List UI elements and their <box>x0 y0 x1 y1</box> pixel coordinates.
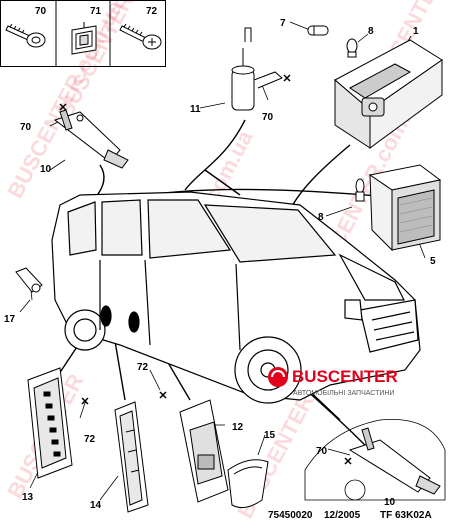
footer-date: 12/2005 <box>324 510 361 521</box>
callout-10-lower: 10 <box>384 497 396 508</box>
callout-70-middle: 70 <box>262 112 274 123</box>
callout-70-upper: 70 <box>20 122 32 133</box>
fastener-legend: 70 71 72 <box>0 0 166 67</box>
footer-reference: 75450020 12/2005 TF 63K02A <box>268 510 432 521</box>
callout-72-middle: 72 <box>137 362 149 373</box>
lamp-holder-upper <box>53 109 129 169</box>
headlamp-inset <box>304 419 446 501</box>
callout-14: 14 <box>90 500 102 511</box>
side-lamp-13 <box>27 367 73 479</box>
callout-70-lower: 70 <box>316 446 328 457</box>
connector-17 <box>15 267 43 293</box>
logo-tagline: АВТОМОБІЛЬНІ ЗАПЧАСТИНИ <box>293 390 394 397</box>
lens-15 <box>227 459 269 509</box>
control-unit-12 <box>179 399 229 503</box>
footer-ref-number: 75450020 <box>268 510 313 521</box>
box-71-number: 71 <box>90 6 102 17</box>
callout-13: 13 <box>22 492 34 503</box>
callout-17: 17 <box>4 314 16 325</box>
bulb-8-upper <box>346 38 358 58</box>
plastic-clip-icon <box>71 22 97 55</box>
lamp-holder-lower <box>348 427 441 495</box>
callout-15: 15 <box>264 430 276 441</box>
callout-5: 5 <box>430 256 436 267</box>
cargo-lamp <box>368 164 442 252</box>
step-lamp-14 <box>114 401 149 513</box>
callout-8-upper: 8 <box>368 26 374 37</box>
screw-clip-icon <box>5 23 46 48</box>
interior-roof-lamp <box>334 39 443 149</box>
footer-code: TF 63K02A <box>380 510 432 521</box>
callout-10-upper: 10 <box>40 164 52 175</box>
van-illustration <box>51 191 421 404</box>
fastener-markers <box>59 74 352 465</box>
box-72-number: 72 <box>146 6 158 17</box>
callout-1: 1 <box>413 26 419 37</box>
callout-8-lower: 8 <box>318 212 324 223</box>
bulb-7 <box>307 25 329 36</box>
callout-labels: 1 5 7 8 8 10 10 11 12 13 14 15 17 70 70 … <box>4 18 436 511</box>
buscenter-logo: BUSCENTER АВТОМОБІЛЬНІ ЗАПЧАСТИНИ <box>268 367 398 397</box>
callout-11: 11 <box>190 104 201 115</box>
callout-72-left: 72 <box>84 434 96 445</box>
resistor-unit <box>231 27 283 111</box>
logo-name: BUSCENTER <box>292 367 398 386</box>
bulb-8-lower <box>355 178 365 202</box>
callout-12: 12 <box>232 422 244 433</box>
box-70-number: 70 <box>35 6 47 17</box>
callout-7: 7 <box>280 18 286 29</box>
screw-icon <box>119 23 162 50</box>
